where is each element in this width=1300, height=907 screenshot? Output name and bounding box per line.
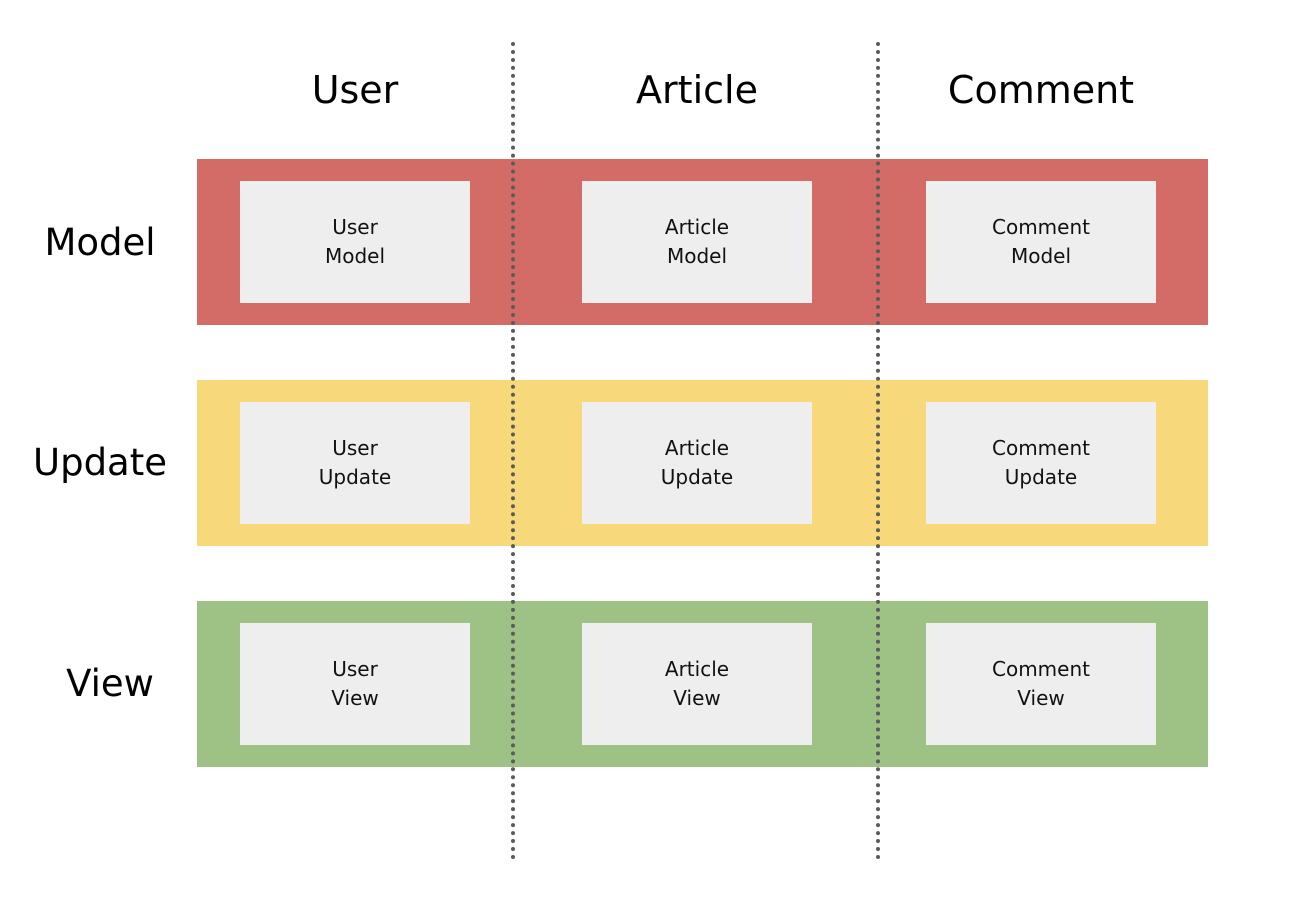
cell-user-update: User Update	[240, 402, 470, 524]
column-header-article: Article	[636, 68, 758, 112]
column-divider-left	[511, 42, 515, 860]
cell-user-view: User View	[240, 623, 470, 745]
cell-article-model: Article Model	[582, 181, 812, 303]
band-view: User View Article View Comment View	[197, 601, 1208, 767]
column-divider-right	[876, 42, 880, 860]
band-model: User Model Article Model Comment Model	[197, 159, 1208, 325]
cell-article-update: Article Update	[582, 402, 812, 524]
row-label-model: Model	[44, 221, 156, 264]
cell-line: Update	[1004, 465, 1078, 489]
cell-line: View	[673, 686, 721, 710]
cell-line: Model	[1010, 244, 1072, 268]
cell-line: Article	[664, 436, 730, 460]
cell-line: View	[331, 686, 379, 710]
row-label-view: View	[66, 662, 154, 705]
column-header-user: User	[311, 68, 399, 112]
column-header-comment: Comment	[947, 68, 1135, 112]
cell-line: User	[332, 436, 378, 460]
cell-line: Article	[664, 215, 730, 239]
cell-line: Update	[660, 465, 734, 489]
cell-line: User	[332, 657, 378, 681]
cell-line: Model	[324, 244, 386, 268]
cell-line: Article	[664, 657, 730, 681]
cell-line: View	[1017, 686, 1065, 710]
cell-line: Update	[318, 465, 392, 489]
cell-line: Model	[666, 244, 728, 268]
cell-line: Comment	[992, 215, 1090, 239]
cell-comment-view: Comment View	[926, 623, 1156, 745]
cell-user-model: User Model	[240, 181, 470, 303]
cell-article-view: Article View	[582, 623, 812, 745]
cell-line: Comment	[992, 436, 1090, 460]
band-update: User Update Article Update Comment Updat…	[197, 380, 1208, 546]
cell-comment-update: Comment Update	[926, 402, 1156, 524]
row-label-update: Update	[33, 441, 167, 484]
cell-line: Comment	[992, 657, 1090, 681]
cell-line: User	[332, 215, 378, 239]
cell-comment-model: Comment Model	[926, 181, 1156, 303]
